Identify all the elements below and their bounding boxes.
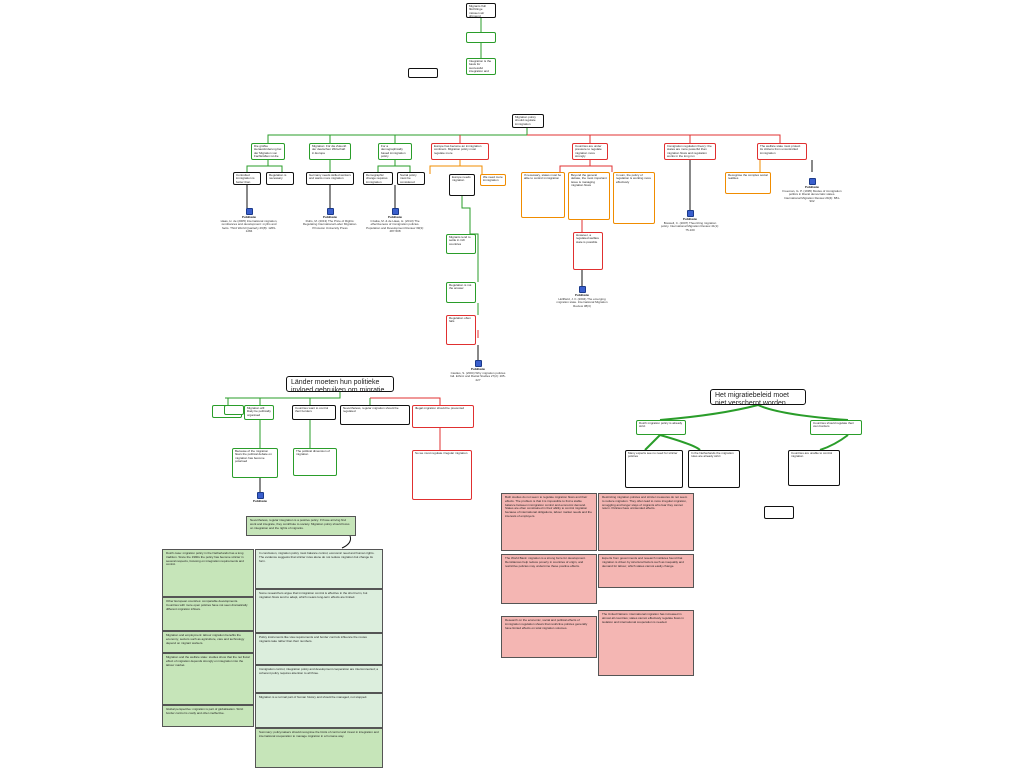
evidence-panel-intro[interactable]: Nevertheless, regular integration is a p… <box>246 516 356 536</box>
publication-1[interactable]: Publikatie Haas, H. de (2005) Internatio… <box>219 208 279 234</box>
argument-node-m4[interactable]: Nevertheless, regular migration should b… <box>340 405 410 425</box>
evidence-panel-5[interactable]: Research on the economic, social and pol… <box>501 616 597 658</box>
argument-node-rt2[interactable]: Countries should regulate their own bord… <box>810 420 862 435</box>
evidence-panel-15[interactable]: Policy instruments like visa requirement… <box>255 633 383 665</box>
argument-node-r2[interactable]: The welfare state must protect its citiz… <box>757 143 807 160</box>
evidence-panel-2[interactable]: Restricting migration policies and stric… <box>598 493 694 551</box>
argument-node-rt2a[interactable]: Countries are unable to control migratio… <box>788 450 840 486</box>
top-node-1[interactable]: Migrants fluh flüchtlinge müssen wir dri… <box>466 3 496 18</box>
argument-node-g1b[interactable]: Regulation is necessary <box>266 172 294 185</box>
evidence-panel-8[interactable]: Other European countries: comparable dev… <box>162 597 254 631</box>
argument-node-r1[interactable]: Immigration regulation theory: the state… <box>664 143 716 160</box>
argument-node-r2a[interactable]: Recognise the complex social realities <box>725 172 771 194</box>
argument-node-o2c[interactable]: In sum, the policy of regulation is work… <box>613 172 655 224</box>
top-node-3[interactable]: Integration is the basis for successful … <box>466 58 496 75</box>
evidence-panel-11[interactable]: Global perspective: migration is part of… <box>162 705 254 727</box>
argument-node-g1[interactable]: Die größte Herausforderung bei der Migra… <box>251 143 285 160</box>
evidence-panel-7[interactable]: Dutch case: migration policy in the Neth… <box>162 549 254 597</box>
evidence-panel-3[interactable]: The World Bank: migration is a strong fo… <box>501 554 597 604</box>
argument-node-o1c[interactable]: Migrants tend to settle in rich countrie… <box>446 234 476 254</box>
argument-node-m2[interactable]: Migration will likely be politically org… <box>244 405 274 420</box>
argument-node-g3[interactable]: For a demographically based immigration … <box>378 143 412 160</box>
central-claim-node[interactable]: Länder moeten hun politieke invloed gebr… <box>286 376 394 392</box>
top-node-2[interactable] <box>466 32 496 43</box>
evidence-panel-17[interactable]: Migration is a normal part of human hist… <box>255 693 383 728</box>
argument-node-o1d[interactable]: Regulation is not the answer <box>446 282 476 303</box>
argument-node-o1[interactable]: Europe has become an immigration contine… <box>431 143 489 160</box>
argument-node-o2a[interactable]: If necessary, states must be able to con… <box>521 172 565 218</box>
top-empty-node[interactable] <box>408 68 438 78</box>
document-icon <box>256 492 264 499</box>
evidence-panel-1[interactable]: Both studies do not seem to regulate mig… <box>501 493 597 551</box>
document-icon <box>326 208 334 215</box>
argument-node-g3a[interactable]: Demographic change requires immigration <box>363 172 393 185</box>
document-icon <box>808 178 816 185</box>
document-icon <box>474 360 482 367</box>
root-question-node[interactable]: Migration policy should regulate immigra… <box>512 114 544 128</box>
evidence-panel-10[interactable]: Migration and the welfare state: studies… <box>162 653 254 705</box>
argument-node-g1a[interactable]: Controlled immigration is better than un… <box>233 172 261 185</box>
document-icon <box>245 208 253 215</box>
argument-node-o1b[interactable]: We need more immigration <box>480 174 506 186</box>
argument-node-o2d[interactable]: However, a regulated welfare state is po… <box>573 232 603 270</box>
argument-node-m6[interactable] <box>224 405 244 415</box>
publication-3[interactable]: Publikatie Czaika, M. & de Haas, H. (201… <box>365 208 425 234</box>
evidence-panel-13[interactable]: In conclusion, migration policy must bal… <box>255 549 383 589</box>
document-icon <box>391 208 399 215</box>
argument-node-m3a[interactable]: The political dimension of migration <box>293 448 337 476</box>
argument-node-m2a[interactable]: Because of the migration flows the polit… <box>232 448 278 478</box>
evidence-panel-4[interactable]: Experts from governments and research in… <box>598 554 694 588</box>
document-icon <box>686 210 694 217</box>
publication-6[interactable]: Publikatie Boswell, C. (2007) Theorizing… <box>660 210 720 232</box>
evidence-panel-16[interactable]: Immigration control, integration policy … <box>255 665 383 693</box>
document-icon <box>578 286 586 293</box>
argument-node-o1a[interactable]: Europe needs migration <box>449 174 475 196</box>
argument-node-g2[interactable]: Migration: Für die Zukunft der deutschen… <box>309 143 351 160</box>
argument-node-o1e[interactable]: Regulation often fails <box>446 315 476 345</box>
publication-7[interactable]: Publikatie Freeman, G. P. (1995) Modes o… <box>782 178 842 204</box>
argument-node-m5[interactable]: Illegal migration should be prevented <box>412 405 474 428</box>
argument-node-m3[interactable]: Countries want to control their borders <box>292 405 336 420</box>
argument-node-rt1[interactable]: Dutch migration policy is already strict <box>636 420 686 435</box>
publication-8[interactable]: Publikatie <box>230 492 290 504</box>
evidence-panel-12[interactable]: Summary: policymakers should recognise t… <box>255 728 383 768</box>
argument-node-rt1a[interactable]: Many experts see no need for stricter po… <box>625 450 683 488</box>
argument-node-m5a[interactable]: So we must regulate irregular migration <box>412 450 472 500</box>
evidence-panel-9[interactable]: Migration and employment: labour migrati… <box>162 631 254 653</box>
publication-4[interactable]: Publikatie Castles, S. (2004) Why migrat… <box>448 360 508 382</box>
argument-node-g2a[interactable]: Germany needs skilled workers and wants … <box>306 172 354 185</box>
right-empty-node[interactable] <box>764 506 794 519</box>
publication-5[interactable]: Publikatie Hollifield, J. F. (2004) The … <box>552 286 612 308</box>
argument-node-o2b[interactable]: Beyond the general debate, the most impo… <box>568 172 610 220</box>
argument-node-rt1b[interactable]: In the Netherlands the migration rules a… <box>688 450 740 488</box>
right-claim-node[interactable]: Het migratiebeleid moet niet verscherpt … <box>710 389 806 405</box>
evidence-panel-14[interactable]: Some researchers argue that immigration … <box>255 589 383 633</box>
evidence-panel-6[interactable]: The United Nations: international migrat… <box>598 610 694 676</box>
argument-node-o2[interactable]: Countries are under pressure to regulate… <box>572 143 608 160</box>
publication-2[interactable]: Publikatie Ruhs, M. (2013) The Price of … <box>300 208 360 230</box>
argument-node-g3b[interactable]: Social policy must be considered <box>397 172 425 185</box>
